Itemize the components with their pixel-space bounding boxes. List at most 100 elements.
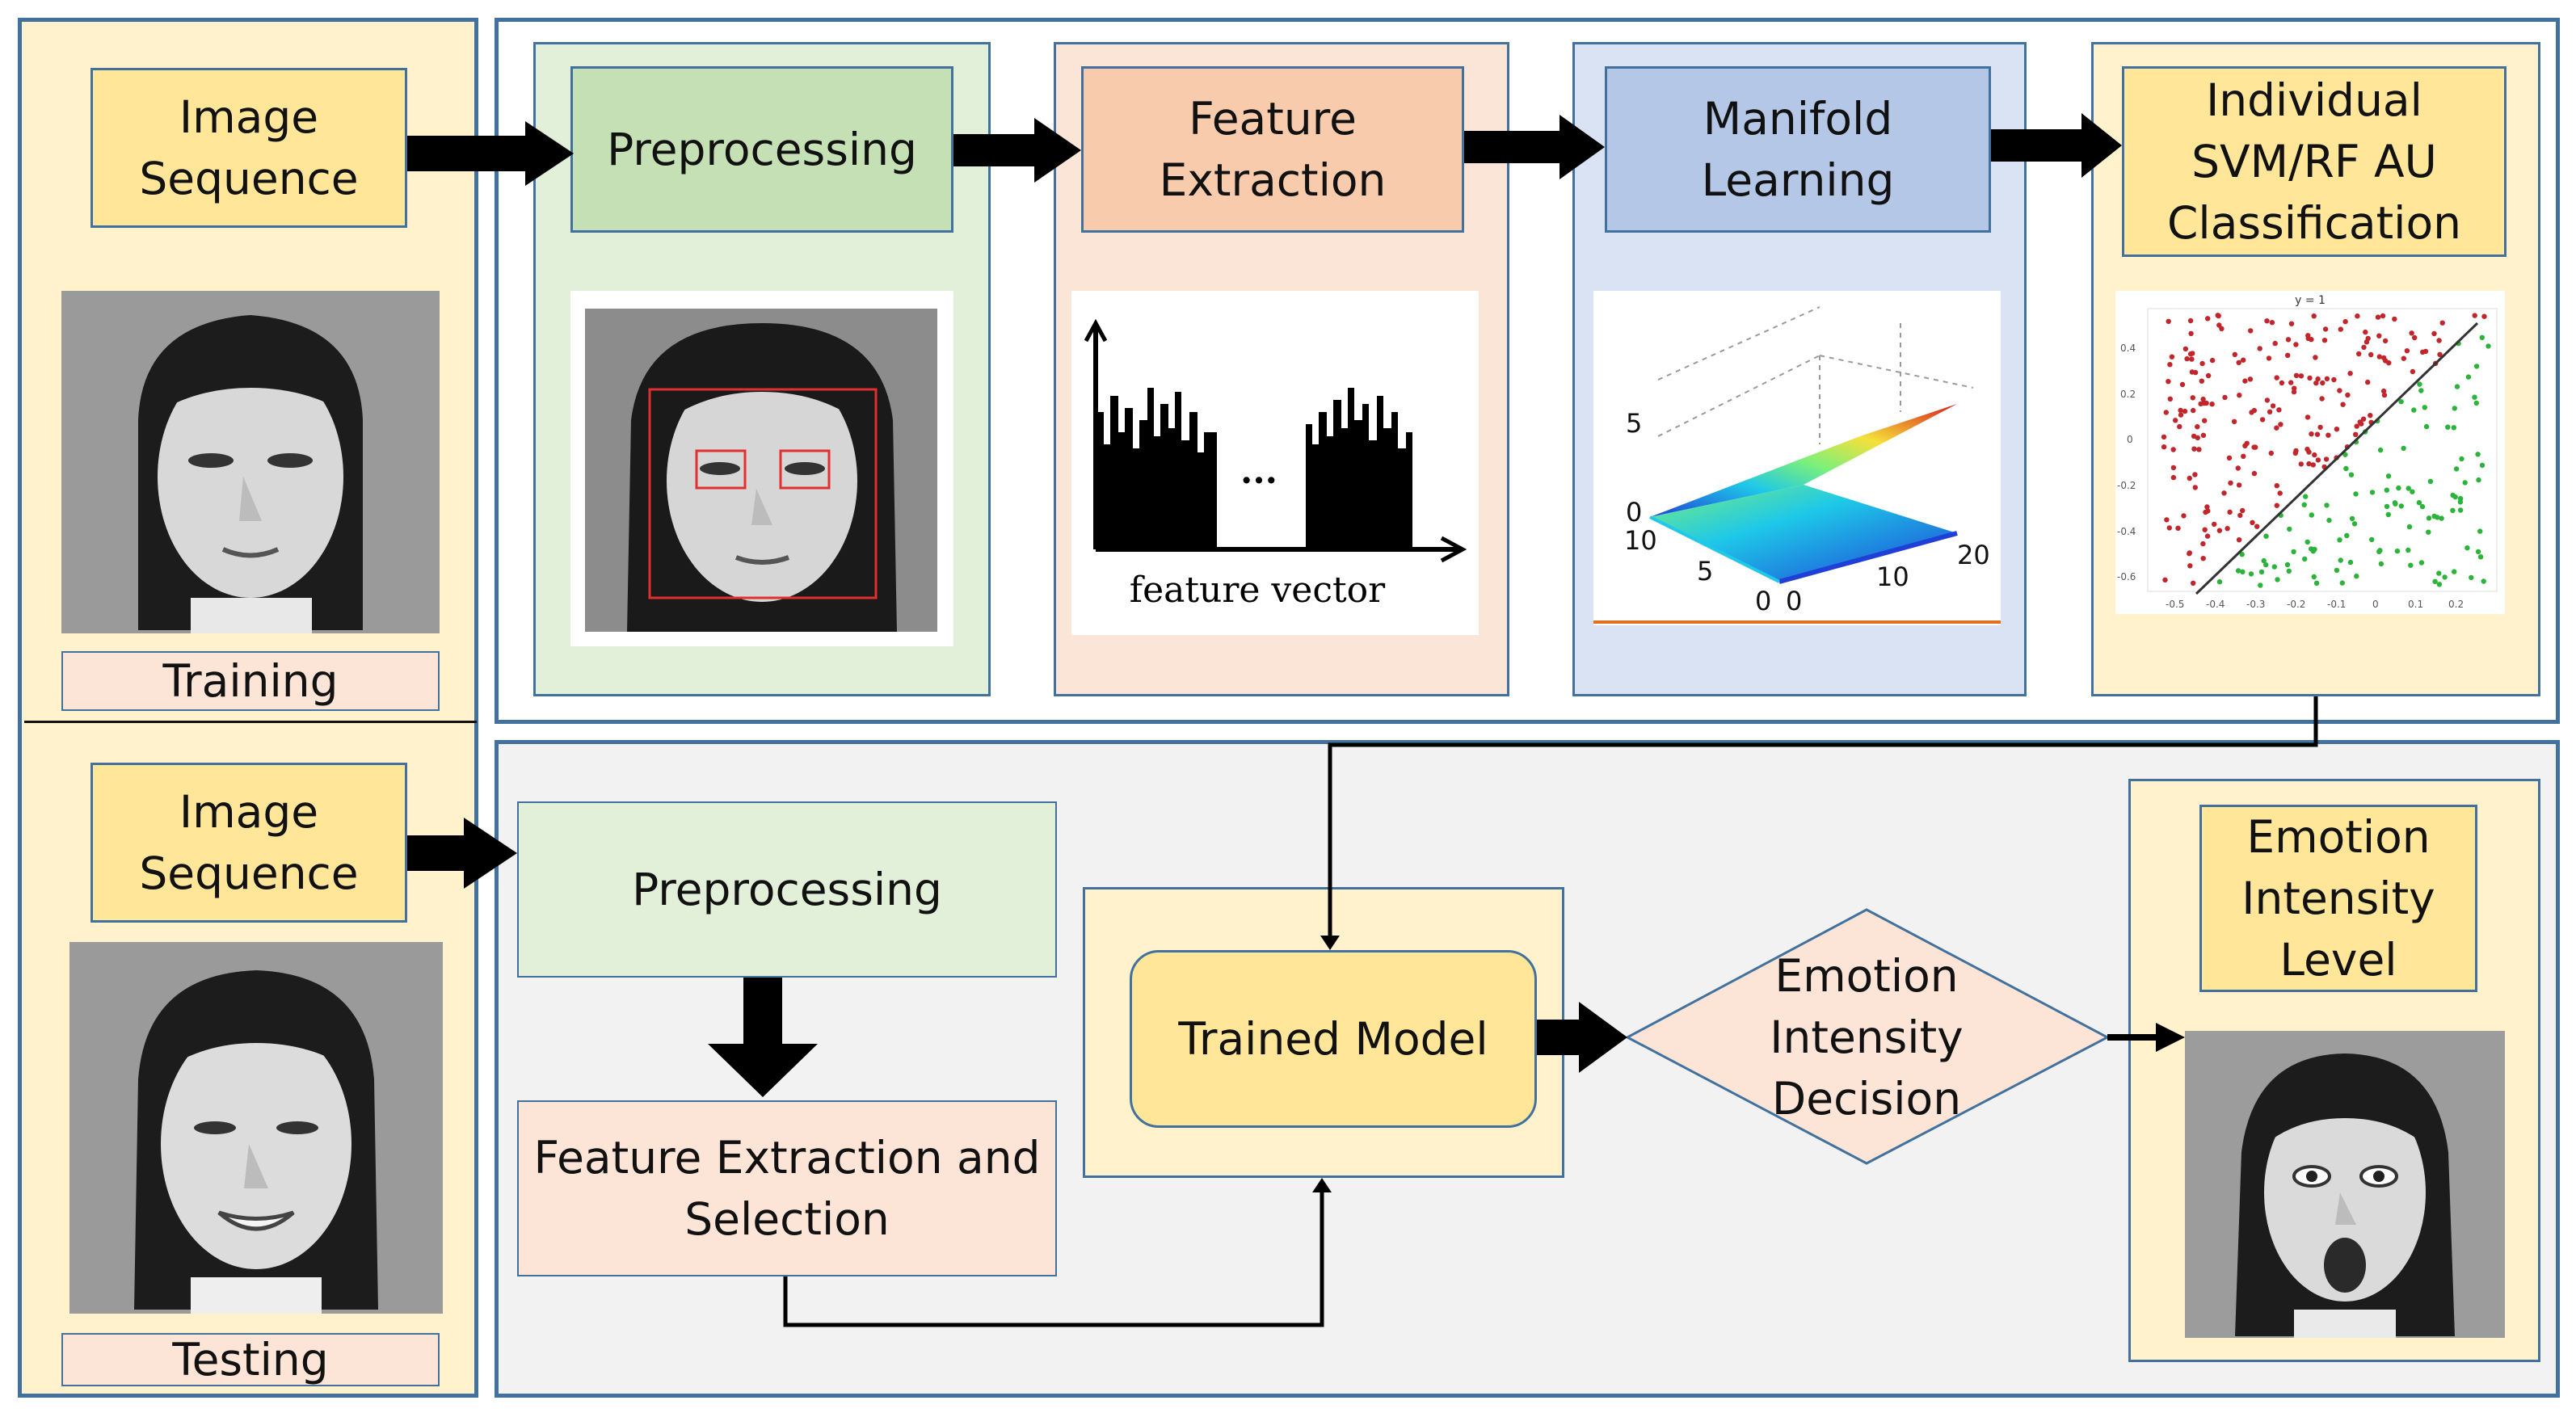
scatter-point bbox=[2236, 537, 2242, 543]
scatter-point bbox=[2305, 446, 2310, 452]
scatter-point bbox=[2309, 431, 2314, 437]
scatter-point bbox=[2436, 570, 2442, 576]
scatter-point bbox=[2418, 388, 2424, 393]
scatter-point bbox=[2452, 406, 2457, 411]
scatter-point bbox=[2209, 357, 2216, 364]
training-manifold-learning-box: Manifold Learning bbox=[1605, 66, 1991, 233]
feature-vector-caption: feature vector bbox=[1130, 570, 1386, 611]
scatter-point bbox=[2199, 378, 2204, 384]
scatter-x-tick: -0.2 bbox=[2287, 599, 2305, 610]
scatter-point bbox=[2432, 578, 2438, 584]
scatter-point bbox=[2170, 447, 2176, 452]
manifold-z-tick-5: 5 bbox=[1626, 408, 1642, 439]
scatter-point bbox=[2355, 313, 2360, 319]
scatter-point bbox=[2198, 401, 2203, 407]
scatter-point bbox=[2178, 412, 2184, 418]
scatter-point bbox=[2181, 513, 2187, 519]
scatter-point bbox=[2247, 376, 2254, 382]
scatter-point bbox=[2258, 582, 2263, 588]
scatter-point bbox=[2410, 489, 2415, 494]
scatter-point bbox=[2187, 475, 2192, 482]
scatter-point bbox=[2477, 554, 2484, 560]
scatter-point bbox=[2248, 328, 2254, 334]
scatter-point bbox=[2385, 511, 2391, 518]
svm-scatter-plot: y = 1 0.4 0.2 0 -0.2 -0.4 -0.6 -0.5 -0.4… bbox=[2115, 291, 2505, 614]
scatter-point bbox=[2242, 443, 2248, 448]
testing-preprocessing-box: Preprocessing bbox=[517, 801, 1057, 978]
scatter-point bbox=[2278, 422, 2283, 427]
scatter-point bbox=[2347, 559, 2354, 566]
scatter-point bbox=[2288, 321, 2295, 326]
scatter-point bbox=[2161, 444, 2167, 450]
scatter-point bbox=[2331, 376, 2337, 383]
scatter-point bbox=[2353, 431, 2359, 437]
scatter-point bbox=[2416, 500, 2422, 506]
scatter-point bbox=[2274, 503, 2279, 508]
arrow-decision-to-output bbox=[2107, 1023, 2185, 1052]
scatter-point bbox=[2323, 456, 2330, 462]
scatter-point bbox=[2337, 537, 2342, 543]
scatter-point bbox=[2251, 444, 2257, 450]
scatter-point bbox=[2315, 376, 2321, 382]
training-feature-extraction-box: Feature Extraction bbox=[1081, 66, 1464, 233]
scatter-point bbox=[2322, 326, 2329, 332]
scatter-point bbox=[2177, 423, 2182, 430]
scatter-point bbox=[2396, 485, 2401, 491]
scatter-point bbox=[2477, 528, 2483, 534]
scatter-point bbox=[2257, 346, 2262, 351]
scatter-point bbox=[2394, 548, 2401, 554]
scatter-point bbox=[2192, 472, 2198, 477]
scatter-point bbox=[2313, 355, 2318, 360]
scatter-x-tick: 0.2 bbox=[2448, 599, 2464, 610]
scatter-point bbox=[2363, 329, 2368, 335]
scatter-point bbox=[2459, 456, 2464, 462]
training-classification-box: Individual SVM/RF AU Classification bbox=[2122, 66, 2507, 257]
scatter-point bbox=[2312, 452, 2317, 458]
scatter-title: y = 1 bbox=[2295, 294, 2326, 307]
scatter-point bbox=[2418, 560, 2425, 566]
scatter-point bbox=[2472, 313, 2477, 318]
scatter-point bbox=[2473, 364, 2480, 369]
scatter-x-tick: 0 bbox=[2372, 599, 2379, 610]
scatter-point bbox=[2357, 419, 2363, 425]
training-label: Training bbox=[61, 651, 440, 711]
scatter-point bbox=[2287, 526, 2292, 532]
scatter-point bbox=[2164, 517, 2170, 523]
scatter-point bbox=[2351, 521, 2358, 527]
scatter-point bbox=[2191, 446, 2197, 452]
feature-vector-histogram: ... feature vector bbox=[1071, 291, 1479, 635]
scatter-point bbox=[2436, 582, 2443, 587]
scatter-point bbox=[2439, 515, 2444, 521]
scatter-point bbox=[2195, 424, 2200, 430]
scatter-point bbox=[2339, 580, 2345, 586]
scatter-point bbox=[2187, 318, 2194, 324]
arrow-manifold-to-classification bbox=[1991, 113, 2122, 178]
scatter-point bbox=[2376, 333, 2382, 339]
manifold-left-tick-0: 0 bbox=[1755, 586, 1771, 616]
scatter-point bbox=[2293, 448, 2299, 454]
scatter-point bbox=[2426, 529, 2431, 535]
scatter-point bbox=[2187, 351, 2194, 357]
scatter-point bbox=[2365, 379, 2371, 385]
scatter-point bbox=[2237, 512, 2243, 519]
manifold-left-tick-5: 5 bbox=[1697, 556, 1713, 587]
scatter-point bbox=[2264, 397, 2271, 403]
scatter-point bbox=[2344, 532, 2350, 539]
scatter-point bbox=[2464, 545, 2470, 551]
scatter-x-tick: -0.5 bbox=[2166, 599, 2184, 610]
scatter-point bbox=[2184, 355, 2190, 362]
scatter-point bbox=[2473, 400, 2479, 406]
scatter-point bbox=[2384, 487, 2389, 493]
emotion-intensity-level-box: Emotion Intensity Level bbox=[2199, 805, 2477, 992]
scatter-y-tick: -0.4 bbox=[2117, 526, 2136, 537]
scatter-point bbox=[2269, 320, 2275, 326]
arrow-testing-input-to-preprocessing bbox=[407, 818, 517, 889]
scatter-point bbox=[2199, 360, 2205, 367]
arrow-model-to-decision bbox=[1537, 1002, 1627, 1073]
trained-model-box: Trained Model bbox=[1130, 950, 1537, 1128]
scatter-point bbox=[2306, 460, 2312, 467]
scatter-point bbox=[2398, 399, 2404, 405]
scatter-point bbox=[2228, 480, 2233, 486]
scatter-point bbox=[2167, 396, 2173, 402]
scatter-y-tick: 0 bbox=[2127, 434, 2133, 445]
